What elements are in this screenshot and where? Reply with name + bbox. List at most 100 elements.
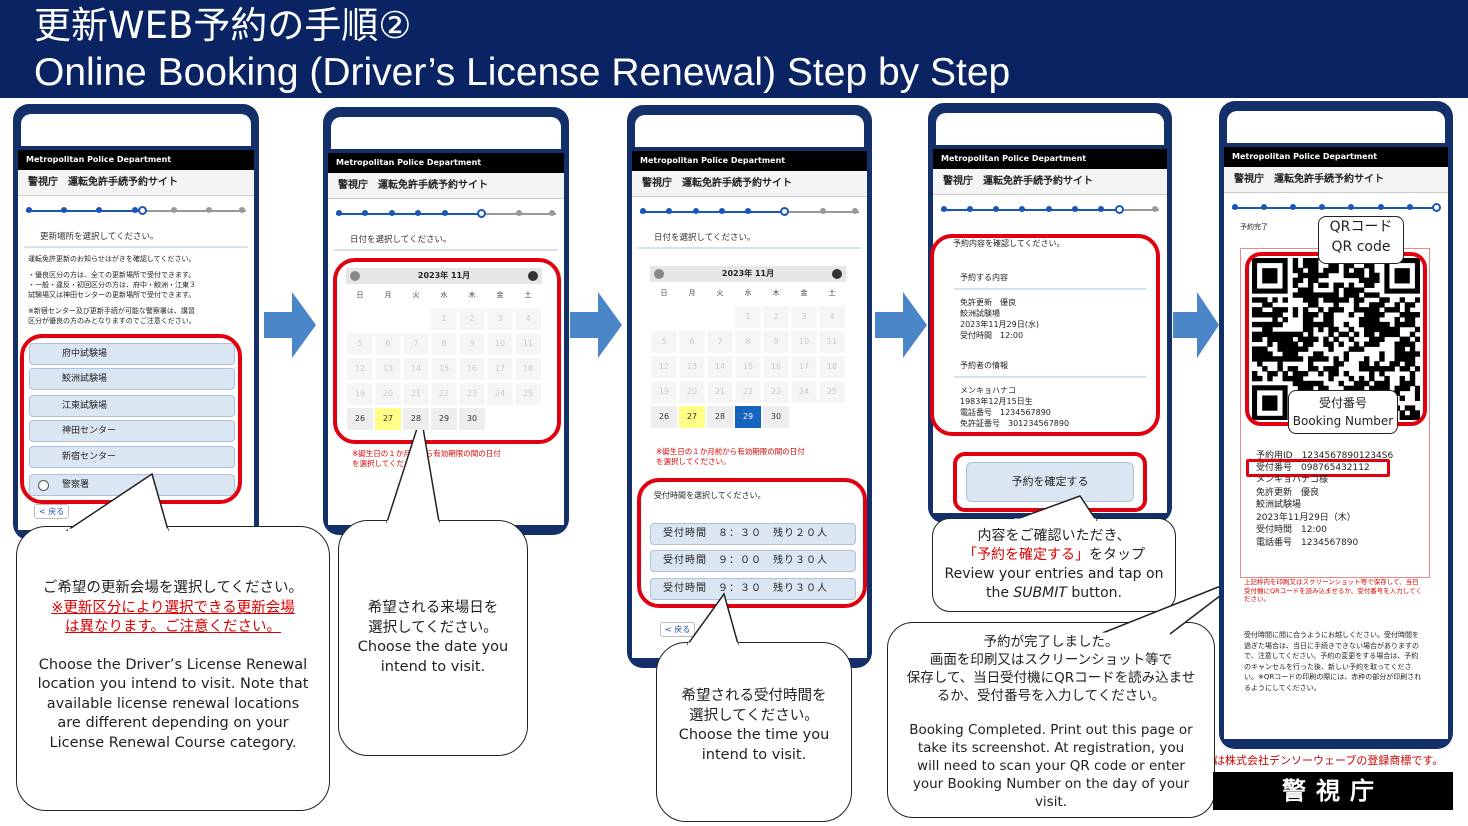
calendar-day[interactable]: 6 [375,333,401,355]
qr-module [1358,321,1365,328]
calendar-day[interactable]: 14 [403,358,429,380]
prev-month-icon[interactable] [654,269,664,279]
time-slot-option[interactable]: 受付時間 ９：００ 残り３０人 [650,550,856,572]
calendar-day[interactable]: 21 [403,383,429,405]
qr-module [1374,341,1380,347]
calendar-day[interactable]: 23 [763,381,789,403]
qr-module [1399,321,1406,328]
calendar-day[interactable]: 5 [651,331,677,353]
calendar-day[interactable]: 23 [459,383,485,405]
qr-module [1308,277,1314,284]
calendar-day[interactable]: 25 [515,383,541,405]
qr-module [1282,336,1288,342]
location-option[interactable]: 神田センター [29,420,235,442]
calendar-day[interactable]: 19 [347,383,373,405]
qr-code-icon [1252,258,1420,420]
qr-module [1338,297,1344,303]
calendar-day[interactable]: 29 [431,408,457,430]
calendar-day[interactable]: 11 [515,333,541,355]
calendar-day[interactable]: 8 [431,333,457,355]
calendar-day[interactable]: 12 [651,356,677,378]
calendar-day[interactable]: 19 [651,381,677,403]
calendar-day[interactable]: 1 [735,306,761,328]
back-button[interactable]: < 戻る [34,504,70,519]
qr-module [1277,356,1283,362]
calendar-day[interactable]: 16 [459,358,485,380]
calendar-day[interactable]: 18 [515,358,541,380]
qr-module [1343,370,1350,377]
calendar-day[interactable]: 2 [763,306,789,328]
calendar-day[interactable]: 30 [459,408,485,430]
qr-module [1374,361,1380,367]
calendar-day[interactable]: 21 [707,381,733,403]
qr-module [1369,272,1375,279]
calendar-day[interactable]: 10 [791,331,817,353]
qr-module [1389,307,1395,313]
calendar-day[interactable]: 4 [515,308,541,330]
calendar-day[interactable]: 12 [347,358,373,380]
qr-module [1333,302,1339,308]
calendar-day[interactable]: 6 [679,331,705,353]
calendar-day[interactable]: 17 [487,358,513,380]
time-slot-option[interactable]: 受付時間 ８：３０ 残り２０人 [650,523,856,545]
calendar-day[interactable]: 27 [679,406,705,428]
calendar-day[interactable]: 15 [431,358,457,380]
calendar-day[interactable]: 24 [487,383,513,405]
calendar-day[interactable]: 24 [791,381,817,403]
calendar-day[interactable]: 7 [707,331,733,353]
calendar-day[interactable]: 8 [735,331,761,353]
calendar-day[interactable]: 11 [819,331,845,353]
calendar-day[interactable]: 26 [347,408,373,430]
location-option[interactable]: 新宿センター [29,446,235,468]
qr-module [1414,336,1420,342]
calendar-day[interactable]: 28 [403,408,429,430]
calendar-day[interactable]: 3 [487,308,513,330]
location-option[interactable]: 鮫洲試験場 [29,368,235,390]
qr-module [1389,326,1395,333]
calendar-day[interactable]: 1 [431,308,457,330]
qr-module [1369,262,1375,269]
calendar-day[interactable]: 14 [707,356,733,378]
calendar-day[interactable]: 28 [707,406,733,428]
submit-button[interactable]: 予約を確定する [966,462,1134,502]
callout-step4: 内容をご確認いただき、 「予約を確定する」をタップ Review your en… [932,518,1176,612]
qr-module [1374,316,1380,323]
calendar-day[interactable]: 20 [375,383,401,405]
title-japanese: 更新WEB予約の手順② [34,4,412,47]
calendar-day[interactable]: 2 [459,308,485,330]
calendar-day[interactable]: 22 [735,381,761,403]
calendar-day[interactable]: 26 [651,406,677,428]
calendar-day[interactable]: 29 [735,406,761,428]
calendar-day[interactable]: 16 [763,356,789,378]
calendar-day[interactable]: 3 [791,306,817,328]
calendar-day[interactable]: 9 [459,333,485,355]
qr-module [1384,366,1390,372]
next-month-icon[interactable] [528,271,538,281]
calendar-day[interactable]: 20 [679,381,705,403]
prev-month-icon[interactable] [350,271,360,281]
calendar-day[interactable]: 4 [819,306,845,328]
calendar-day[interactable]: 9 [763,331,789,353]
calendar-day[interactable]: 13 [375,358,401,380]
location-option[interactable]: 江東試験場 [29,395,235,417]
calendar-day[interactable]: 25 [819,381,845,403]
calendar-day[interactable]: 22 [431,383,457,405]
calendar-day[interactable]: 17 [791,356,817,378]
calendar-day[interactable]: 10 [487,333,513,355]
calendar-day[interactable]: 30 [763,406,789,428]
section-title: 日付を選択してください。 [334,227,558,251]
qr-module [1252,297,1258,303]
calendar-day[interactable]: 13 [679,356,705,378]
calendar-day[interactable]: 27 [375,408,401,430]
qr-module [1318,292,1324,298]
calendar-day[interactable]: 5 [347,333,373,355]
detail-line: 2023年11月29日（木） [1256,512,1356,523]
calendar-day[interactable]: 7 [403,333,429,355]
detail-line: 受付時間 12:00 [1256,525,1327,535]
next-month-icon[interactable] [832,269,842,279]
qr-module [1302,321,1309,328]
qr-module [1262,331,1268,338]
back-button[interactable]: < 戻る [660,622,696,637]
calendar-day[interactable]: 15 [735,356,761,378]
calendar-day[interactable]: 18 [819,356,845,378]
